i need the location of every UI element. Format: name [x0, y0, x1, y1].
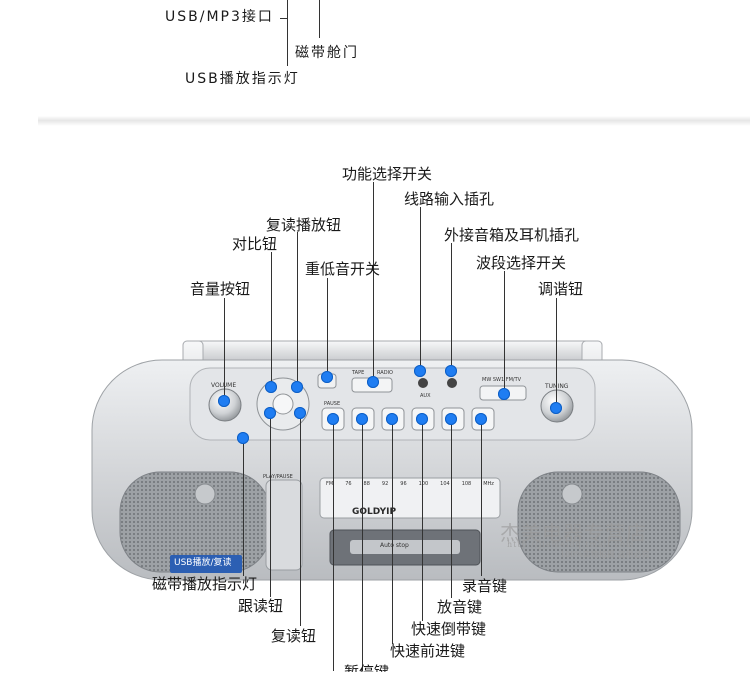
- marker: [327, 413, 339, 425]
- function-switch-label: 功能选择开关: [342, 165, 433, 183]
- leader-line: [287, 0, 288, 66]
- rewind-key-label: 快速倒带键: [411, 620, 487, 638]
- leader-tuning: [556, 298, 557, 408]
- marker: [445, 413, 457, 425]
- leader-repeat-read: [300, 413, 301, 626]
- dial-tick: 96: [400, 481, 407, 487]
- leader-key2: [362, 418, 363, 671]
- follow-read-button-label: 跟读钮: [238, 597, 284, 615]
- pause-text: PAUSE: [324, 401, 341, 407]
- leader-record: [481, 418, 482, 576]
- band-text: MW SW1 FM/TV: [482, 377, 522, 383]
- marker: [550, 402, 562, 414]
- store-note-watermark: 100%实物拍摄 盗用必究: [560, 550, 650, 559]
- left-speaker-logo: [194, 483, 216, 505]
- tape-play-indicator-label: 磁带播放指示灯: [152, 575, 258, 593]
- tuning-knob-label: 调谐钮: [538, 280, 584, 298]
- section-divider: [38, 116, 750, 126]
- marker: [445, 365, 457, 377]
- leader-function-switch: [373, 182, 374, 382]
- radio-dial: [319, 477, 501, 519]
- leader-compare: [271, 252, 272, 387]
- marker: [416, 413, 428, 425]
- dial-tick: 76: [345, 481, 352, 487]
- leader-ext-speaker: [451, 243, 452, 371]
- side-control-strip: [265, 479, 303, 571]
- repeat-play-button-label: 复读播放钮: [266, 216, 342, 234]
- dial-tick: MHz: [483, 481, 494, 487]
- carry-handle: [186, 340, 598, 362]
- leader-tape-indicator: [243, 440, 244, 576]
- line-in-jack: [418, 378, 428, 388]
- leader-line: [319, 0, 320, 38]
- dial-tick: 88: [363, 481, 370, 487]
- leader-fast-forward: [392, 418, 393, 644]
- marker: [321, 371, 333, 383]
- dial-tick: FM: [326, 481, 334, 487]
- marker: [264, 407, 276, 419]
- tape-door-label: 磁带舱门: [295, 45, 359, 61]
- dial-scale: FM 76 88 92 96 100 104 108 MHz: [326, 481, 494, 487]
- right-speaker-logo: [561, 483, 583, 505]
- play-pause-text: PLAY/PAUSE: [263, 474, 293, 480]
- usb-badge: [170, 555, 242, 573]
- leader-band-switch: [504, 271, 505, 394]
- tape-text: TAPE: [352, 370, 365, 376]
- leader-follow-read: [270, 413, 271, 597]
- aux-text: AUX: [420, 393, 431, 399]
- marker: [498, 388, 510, 400]
- marker: [237, 432, 249, 444]
- radio-text: RADIO: [377, 370, 393, 376]
- usb-mp3-port-label: USB/MP3接口: [165, 9, 274, 25]
- line-in-jack-label: 线路输入插孔: [404, 190, 495, 208]
- fast-forward-key-label: 快速前进键: [390, 642, 466, 660]
- marker: [414, 365, 426, 377]
- marker: [291, 381, 303, 393]
- leader-pause: [333, 418, 334, 671]
- headphone-jack: [447, 378, 457, 388]
- record-key-label: 录音键: [462, 577, 508, 595]
- leader-volume: [224, 298, 225, 400]
- volume-text: VOLUME: [211, 382, 236, 389]
- leader-line: [280, 18, 288, 19]
- marker: [294, 407, 306, 419]
- band-switch-label: 波段选择开关: [476, 254, 567, 272]
- brand-logo: GOLDYIP: [352, 507, 397, 517]
- marker: [265, 381, 277, 393]
- leader-repeat-play: [297, 232, 298, 387]
- right-speaker-grill: [517, 471, 681, 573]
- usb-badge-text: USB播放/复读: [174, 558, 232, 568]
- pause-key-label: 暂停键: [344, 663, 390, 681]
- dial-tick: 108: [461, 481, 472, 487]
- compare-button-label: 对比钮: [232, 235, 278, 253]
- play-key-label: 放音键: [437, 598, 483, 616]
- leader-bass: [327, 278, 328, 376]
- marker: [356, 413, 368, 425]
- marker: [367, 376, 379, 388]
- store-url-watermark: http://jiemeidq.tmall.com: [507, 540, 635, 549]
- dial-tick: 92: [381, 481, 389, 487]
- dial-tick: 104: [440, 481, 450, 487]
- marker: [218, 395, 230, 407]
- repeat-read-button-label: 复读钮: [271, 627, 317, 645]
- leader-play: [451, 418, 452, 598]
- marker: [475, 413, 487, 425]
- bass-switch-label: 重低音开关: [305, 260, 381, 278]
- external-speaker-jack-label: 外接音箱及耳机插孔: [444, 226, 580, 244]
- dial-tick: 100: [418, 481, 429, 487]
- auto-stop-text: Auto stop: [380, 542, 409, 549]
- volume-knob-label: 音量按钮: [190, 280, 251, 298]
- leader-line-in: [420, 207, 421, 371]
- store-watermark: 杰美电器专营店: [500, 521, 647, 545]
- leader-rewind: [422, 418, 423, 621]
- usb-play-indicator-label: USB播放指示灯: [185, 71, 300, 87]
- marker: [386, 413, 398, 425]
